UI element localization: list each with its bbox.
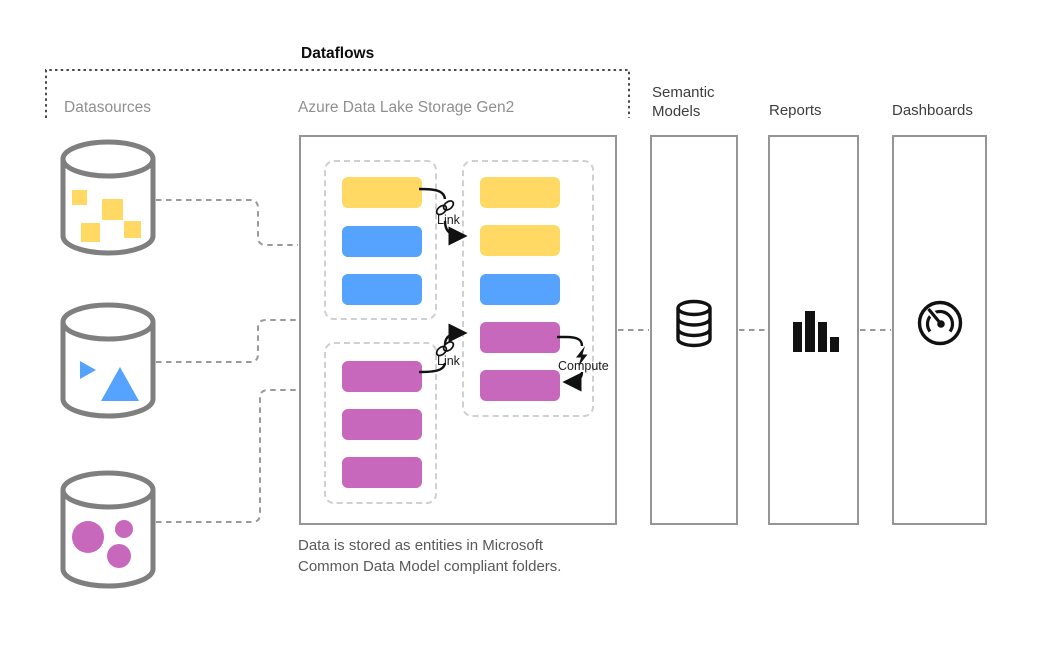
entity-output-1-yellow bbox=[480, 177, 560, 208]
compute-label: Compute bbox=[558, 359, 609, 373]
link-bottom-label: Link bbox=[437, 354, 460, 368]
entity-staging-bottom-3-magenta bbox=[342, 457, 422, 488]
entity-output-4-magenta bbox=[480, 321, 560, 353]
blue-triangles bbox=[80, 361, 139, 401]
dataflows-title: Dataflows bbox=[301, 45, 375, 62]
connector-datasource2-to-lake bbox=[156, 319, 298, 363]
entity-staging-top-2-blue bbox=[342, 225, 422, 257]
staging-entities-group-bottom bbox=[324, 342, 437, 504]
dashboards-box bbox=[892, 135, 987, 525]
semantic-models-label: Semantic Models bbox=[652, 83, 715, 121]
entity-staging-top-3-blue bbox=[342, 274, 422, 305]
semantic-models-box bbox=[650, 135, 738, 525]
connector-datasource3-to-lake bbox=[156, 389, 298, 523]
data-lake-label: Azure Data Lake Storage Gen2 bbox=[298, 99, 515, 116]
entity-staging-top-1-yellow bbox=[342, 177, 422, 208]
magenta-circles bbox=[72, 520, 133, 568]
entity-output-5-magenta bbox=[480, 370, 560, 402]
output-entities-group bbox=[462, 160, 594, 417]
reports-box bbox=[768, 135, 859, 525]
reports-label: Reports bbox=[769, 102, 822, 119]
cylinder-squares-icon bbox=[60, 139, 156, 256]
caption-line1: Data is stored as entities in Microsoft bbox=[298, 537, 544, 554]
data-lake-caption: Data is stored as entities in Microsoft … bbox=[298, 536, 561, 577]
semantic-models-label-line1: Semantic bbox=[652, 84, 715, 101]
semantic-models-label-line2: Models bbox=[652, 103, 701, 120]
dashboards-label: Dashboards bbox=[892, 102, 973, 119]
yellow-squares bbox=[72, 190, 141, 242]
connector-datasource1-to-lake bbox=[156, 199, 298, 246]
entity-staging-bottom-1-magenta bbox=[342, 361, 422, 392]
caption-line2: Common Data Model compliant folders. bbox=[298, 557, 562, 575]
datasources-label: Datasources bbox=[64, 99, 152, 116]
link-top-label: Link bbox=[437, 213, 460, 227]
staging-entities-group-top bbox=[324, 160, 437, 320]
entity-staging-bottom-2-magenta bbox=[342, 409, 422, 440]
cylinder-triangles-icon bbox=[60, 302, 156, 419]
entity-output-3-blue bbox=[480, 273, 560, 305]
cylinder-circles-icon bbox=[60, 470, 156, 589]
data-lake-box bbox=[299, 135, 617, 525]
entity-output-2-yellow bbox=[480, 225, 560, 257]
